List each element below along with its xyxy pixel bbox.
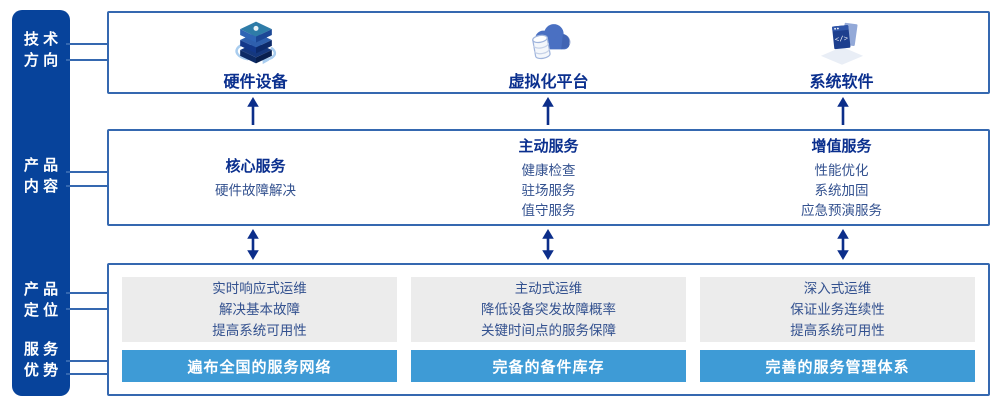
positioning-line: 提高系统可用性 [790,323,885,338]
positioning-panel: 实时响应式运维 解决基本故障 提高系统可用性 [122,277,397,342]
connector-line [66,292,108,294]
positioning-line: 解决基本故障 [219,302,300,317]
sidebar-label-product-content: 产 品 内 容 [23,157,59,195]
service-item: 值守服务 [521,202,576,218]
connector-line [66,43,108,45]
advantage-banner: 遍布全国的服务网络 [122,350,397,382]
up-arrow [540,97,556,126]
positioning-column-proactive: 主动式运维 降低设备突发故障概率 关键时间点的服务保障 完备的备件库存 [411,277,686,382]
connector-line [66,360,108,362]
positioning-column-deep: 深入式运维 保证业务连续性 提高系统可用性 完善的服务管理体系 [700,277,975,382]
tech-item-label: 虚拟化平台 [508,74,589,91]
service-item: 硬件故障解决 [215,182,296,198]
tech-item-system-software: </> 系统软件 [695,13,988,92]
product-positioning-box: 实时响应式运维 解决基本故障 提高系统可用性 遍布全国的服务网络 主动式运维 降… [107,263,990,396]
connector-line [66,59,108,61]
service-column-title: 主动服务 [518,137,579,155]
service-column-value-added: 增值服务 性能优化 系统加固 应急预演服务 [695,131,988,224]
service-column-title: 核心服务 [225,157,286,175]
positioning-line: 关键时间点的服务保障 [481,323,616,338]
positioning-line: 提高系统可用性 [212,323,307,338]
connector-line [66,171,108,173]
connector-line [66,308,108,310]
service-item: 驻场服务 [521,182,576,198]
product-content-box: 核心服务 硬件故障解决 主动服务 健康检查 驻场服务 值守服务 增值服务 性能优… [107,129,990,226]
up-arrow [835,97,851,126]
service-column-core: 核心服务 硬件故障解决 [109,131,402,224]
connector-line [66,185,108,187]
svg-text:</>: </> [834,36,848,45]
tech-item-label: 硬件设备 [223,74,288,91]
positioning-line: 降低设备突发故障概率 [481,302,616,317]
service-item: 性能优化 [814,162,869,178]
advantage-banner: 完善的服务管理体系 [700,350,975,382]
service-item: 健康检查 [521,162,576,178]
service-column-title: 增值服务 [811,137,872,155]
sidebar-label-service-advantages: 服 务 优 势 [23,341,59,379]
server-stack-icon [229,15,283,65]
up-arrow [245,97,261,126]
service-column-active: 主动服务 健康检查 驻场服务 值守服务 [402,131,695,224]
cloud-database-icon [523,15,575,65]
connector-line [66,373,108,375]
positioning-panel: 深入式运维 保证业务连续性 提高系统可用性 [700,277,975,342]
positioning-column-realtime: 实时响应式运维 解决基本故障 提高系统可用性 遍布全国的服务网络 [122,277,397,382]
service-item: 应急预演服务 [801,202,882,218]
tech-item-label: 系统软件 [809,74,874,91]
sidebar-label-product-positioning: 产 品 定 位 [23,281,59,319]
double-arrow [245,229,261,260]
positioning-panel: 主动式运维 降低设备突发故障概率 关键时间点的服务保障 [411,277,686,342]
double-arrow [835,229,851,260]
positioning-line: 保证业务连续性 [790,302,885,317]
code-window-icon: </> [816,15,868,65]
tech-item-hardware: 硬件设备 [109,13,402,92]
double-arrow [540,229,556,260]
service-item: 系统加固 [814,182,869,198]
positioning-line: 深入式运维 [803,281,872,296]
positioning-line: 实时响应式运维 [212,281,307,296]
advantage-banner: 完备的备件库存 [411,350,686,382]
tech-direction-box: 硬件设备 虚 [107,11,990,94]
sidebar-label-tech-direction: 技 术 方 向 [23,31,59,69]
tech-item-virtualization: 虚拟化平台 [402,13,695,92]
positioning-line: 主动式运维 [514,281,583,296]
sidebar: 技 术 方 向 产 品 内 容 产 品 定 位 服 务 优 势 [12,10,70,396]
